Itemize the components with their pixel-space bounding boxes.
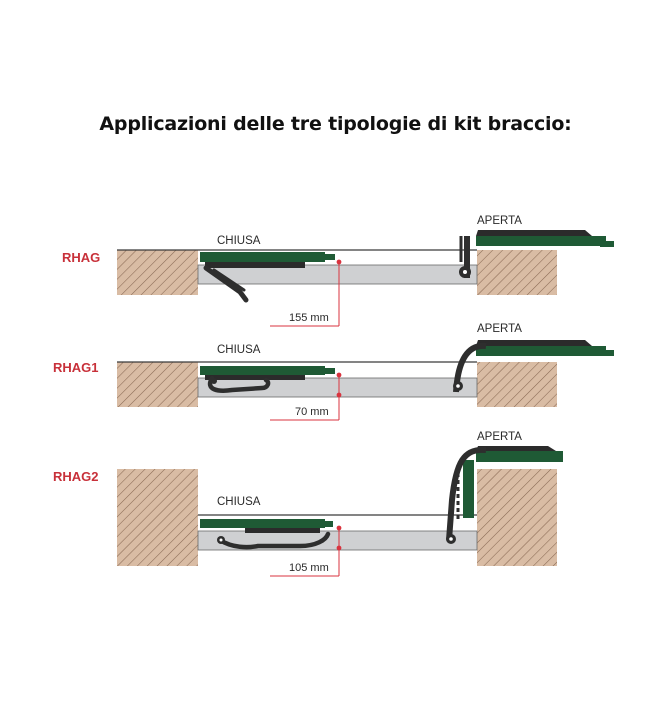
- kit-label-rhag1: RHAG1: [53, 360, 99, 375]
- open-door-rhag1: [453, 340, 614, 393]
- track-rhag: [197, 264, 478, 285]
- kit-row-rhag2: RHAG2 CHIUSA: [53, 431, 563, 577]
- wall-left-rhag1: [117, 362, 198, 407]
- wall-right-rhag: [477, 250, 557, 295]
- open-door-rhag2: [446, 446, 563, 544]
- closed-door-rhag2: [200, 519, 333, 533]
- arm-closed-rhag2: [217, 531, 331, 550]
- open-label-rhag2: APERTA: [477, 431, 522, 443]
- open-door-rhag: [459, 230, 614, 278]
- closed-door-rhag: [200, 252, 335, 268]
- dimension-label-rhag: 155 mm: [289, 312, 329, 324]
- wall-left-rhag: [117, 250, 198, 295]
- arm-closed-rhag: [203, 265, 249, 303]
- kit-row-rhag1: RHAG1 CHIUSA: [53, 323, 614, 421]
- open-label-rhag: APERTA: [477, 215, 522, 227]
- dimension-rhag2: [270, 525, 342, 577]
- kit-label-rhag2: RHAG2: [53, 469, 99, 484]
- arm-closed-rhag1: [207, 375, 271, 393]
- dimension-label-rhag1: 70 mm: [295, 406, 329, 418]
- closed-label-rhag2: CHIUSA: [217, 496, 261, 508]
- kit-label-rhag: RHAG: [62, 250, 100, 265]
- wall-right-rhag2: [477, 469, 557, 566]
- wall-right-rhag1: [477, 362, 557, 407]
- open-label-rhag1: APERTA: [477, 323, 522, 335]
- dimension-rhag1: [270, 372, 342, 421]
- dimension-label-rhag2: 105 mm: [289, 562, 329, 574]
- page-title: Applicazioni delle tre tipologie di kit …: [99, 113, 572, 135]
- kit-row-rhag: RHAG CHIUSA: [62, 215, 614, 327]
- closed-label-rhag: CHIUSA: [217, 235, 261, 247]
- closed-door-rhag1: [200, 366, 335, 380]
- dimension-rhag: [270, 259, 342, 327]
- wall-left-rhag2: [117, 469, 198, 566]
- closed-label-rhag1: CHIUSA: [217, 344, 261, 356]
